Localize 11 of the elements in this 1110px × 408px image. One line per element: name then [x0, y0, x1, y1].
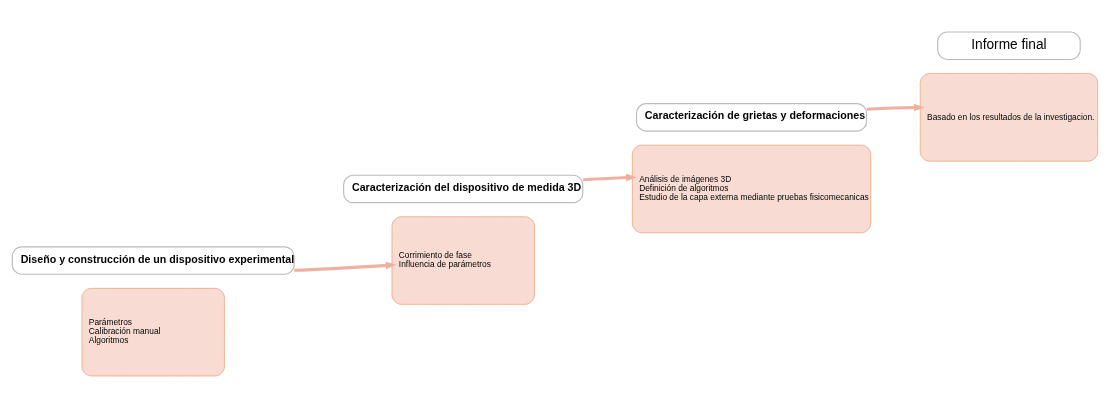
- node-box: Caracterización de grietas y deformaciones: [635, 103, 868, 132]
- node-box: Caracterización del dispositivo de medida 3D: [343, 174, 584, 204]
- node-box: Informe final: [937, 31, 1081, 61]
- node-box: Basado en los resultados de la investigacion.: [919, 73, 1099, 162]
- node-box: Diseño y construcción de un dispositivo experimental: [11, 246, 295, 275]
- arrow: [866, 103, 925, 112]
- node-box: Parámetros Calibración manual Algoritmos: [81, 288, 225, 377]
- arrow: [582, 173, 637, 182]
- node-box: Corrimiento de fase Influencia de parámetros: [391, 216, 535, 305]
- node-box: Análisis de imágenes 3D Definición de algoritmos Estudio de la capa externa mediante pruebas fisicomecanicas: [631, 144, 872, 234]
- arrow: [294, 261, 397, 272]
